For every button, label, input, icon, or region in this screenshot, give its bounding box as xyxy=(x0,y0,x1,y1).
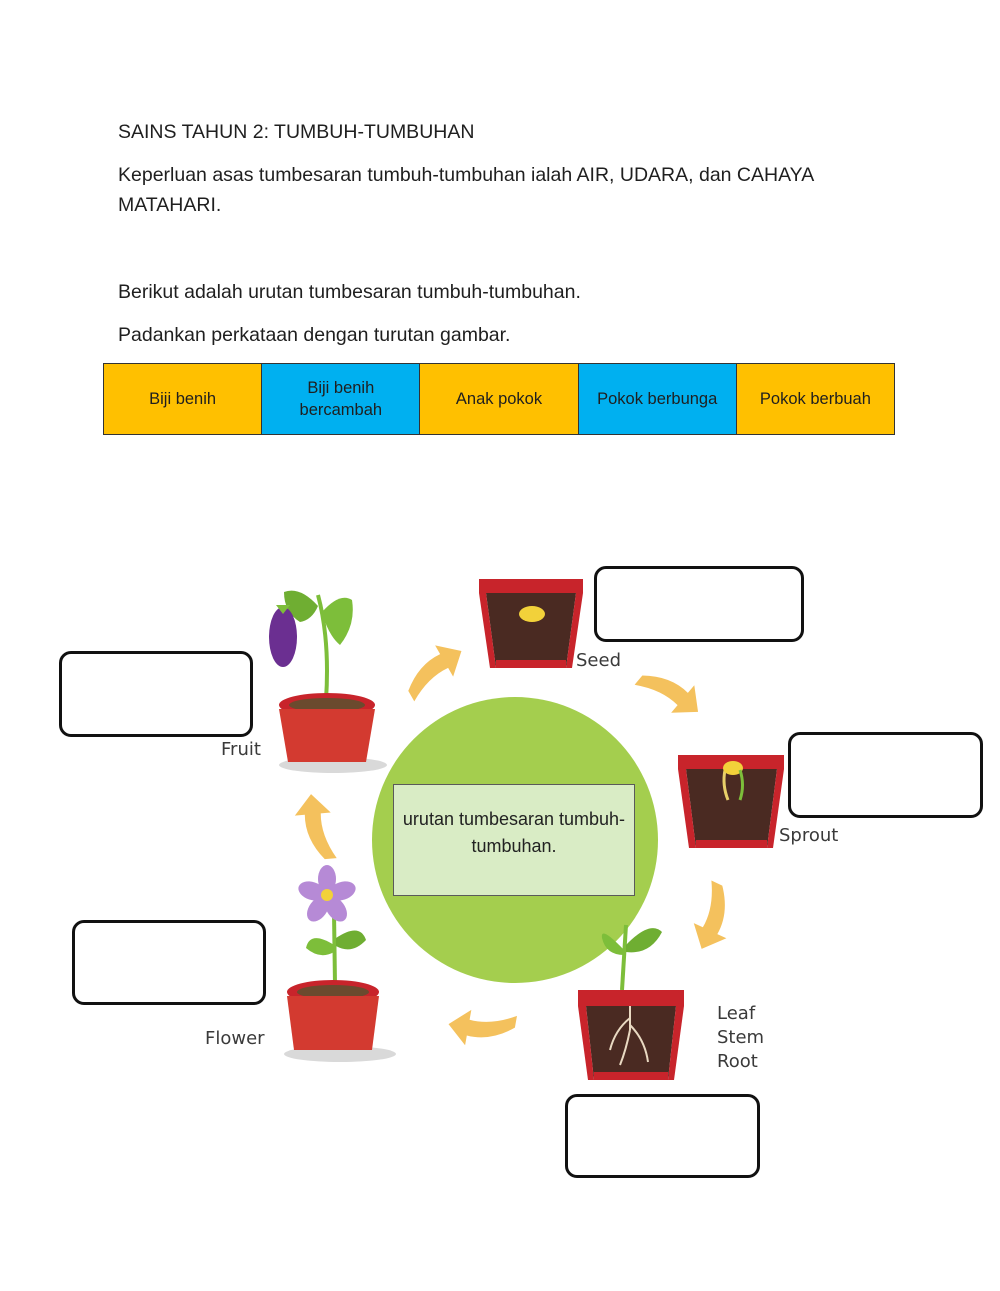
drop-box-sprout[interactable] xyxy=(788,732,983,818)
label-seed: Seed xyxy=(576,650,621,671)
worksheet-title: SAINS TAHUN 2: TUMBUH-TUMBUHAN xyxy=(118,121,475,143)
word-card-anak-pokok[interactable]: Anak pokok xyxy=(420,364,579,434)
arrow-icon xyxy=(294,794,337,860)
drop-box-seed[interactable] xyxy=(594,566,804,642)
drop-box-flower[interactable] xyxy=(72,920,266,1005)
word-bank: Biji benih Biji benih bercambah Anak pok… xyxy=(103,363,895,435)
word-card-pokok-berbunga[interactable]: Pokok berbunga xyxy=(578,364,737,434)
arrow-icon xyxy=(634,675,699,713)
flower-pot-icon xyxy=(284,865,396,1062)
arrow-icon xyxy=(693,880,727,949)
label-sprout: Sprout xyxy=(779,825,839,846)
label-stem: Stem xyxy=(717,1027,765,1048)
label-root: Root xyxy=(717,1051,758,1072)
drop-box-seedling[interactable] xyxy=(565,1094,760,1178)
cycle-arrows xyxy=(294,645,727,1046)
center-text: urutan tumbesaran tumbuh-tumbuhan. xyxy=(402,809,626,856)
label-fruit: Fruit xyxy=(221,739,261,760)
seed-pot-icon xyxy=(479,579,583,668)
word-card-biji-benih[interactable]: Biji benih xyxy=(104,364,263,434)
plant-growth-diagram xyxy=(269,579,784,1080)
flower-icon xyxy=(298,865,356,922)
label-flower: Flower xyxy=(205,1028,265,1049)
center-textbox: urutan tumbesaran tumbuh-tumbuhan. xyxy=(393,784,635,896)
seedling-pot-icon xyxy=(578,924,684,1080)
sequence-intro: Berikut adalah urutan tumbesaran tumbuh-… xyxy=(118,281,581,303)
drop-box-fruit[interactable] xyxy=(59,651,253,737)
instruction-text: Padankan perkataan dengan turutan gambar… xyxy=(118,324,511,346)
seed-icon xyxy=(519,606,545,622)
fruit-pot-icon xyxy=(269,590,387,773)
word-card-biji-benih-bercambah[interactable]: Biji benih bercambah xyxy=(262,364,421,434)
eggplant-icon xyxy=(269,607,297,667)
word-card-pokok-berbuah[interactable]: Pokok berbuah xyxy=(736,364,895,434)
arrow-icon xyxy=(408,645,462,702)
sprout-pot-icon xyxy=(678,755,784,848)
requirement-text: Keperluan asas tumbesaran tumbuh-tumbuha… xyxy=(118,164,814,216)
label-leaf: Leaf xyxy=(717,1003,756,1024)
arrow-icon xyxy=(448,1009,517,1046)
